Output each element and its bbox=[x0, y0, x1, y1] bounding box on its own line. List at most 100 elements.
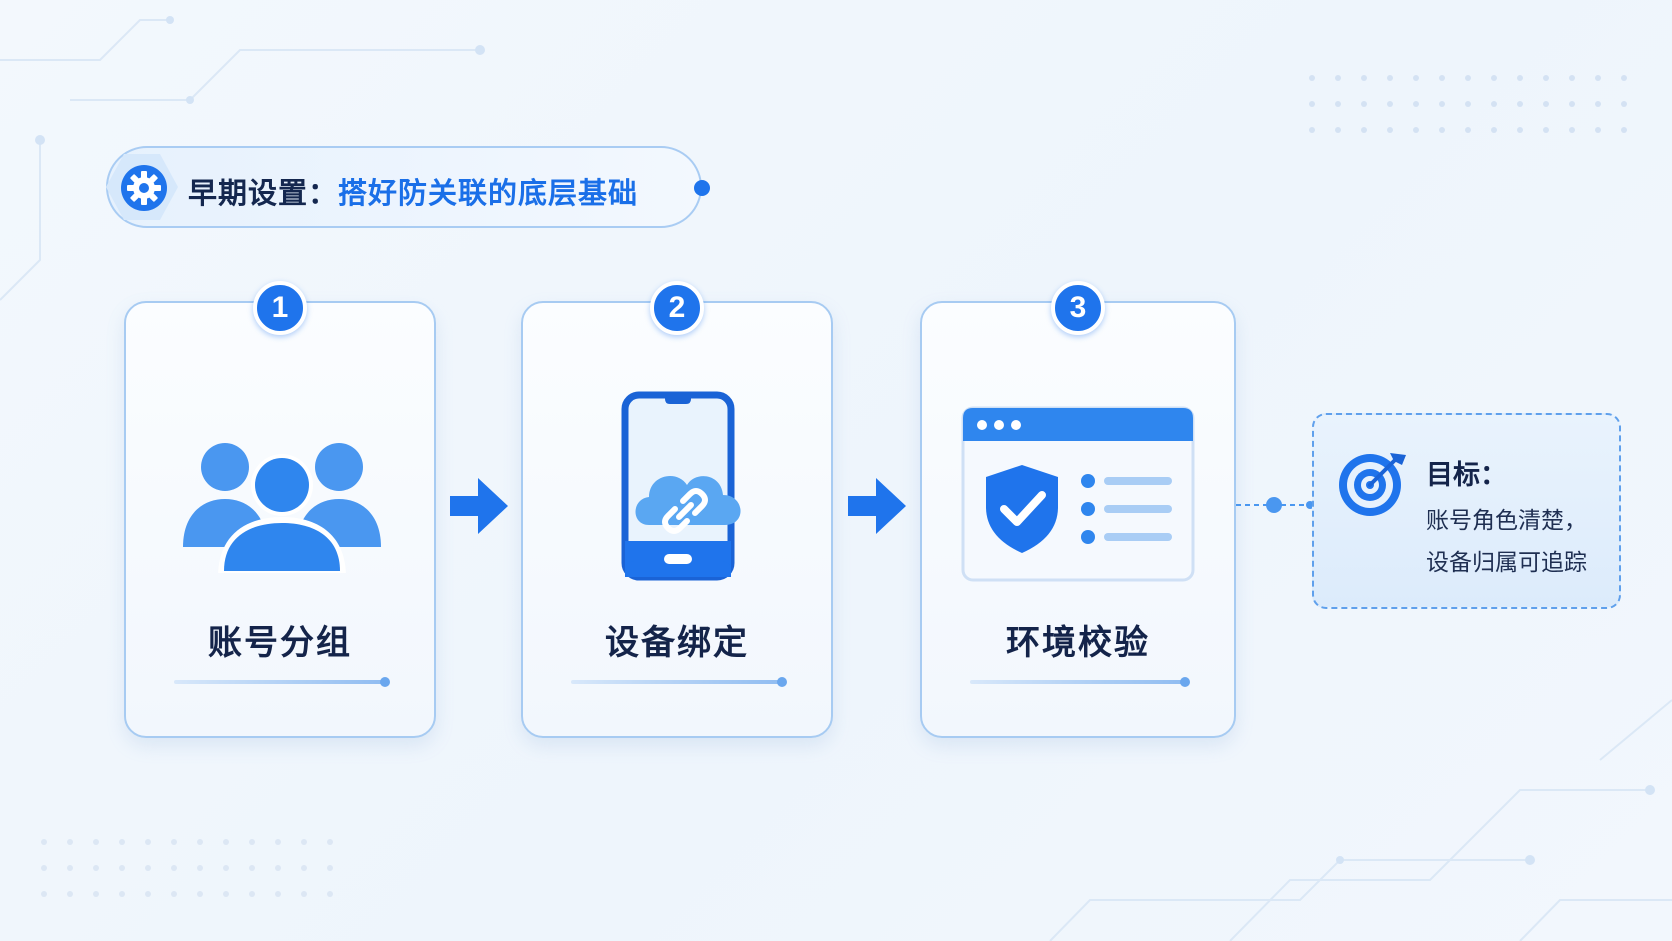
decor-dot bbox=[1309, 127, 1315, 133]
decor-dot bbox=[1387, 127, 1393, 133]
decor-dot bbox=[1439, 75, 1445, 81]
decor-dot bbox=[1569, 101, 1575, 107]
decor-dot bbox=[41, 891, 47, 897]
decor-dot bbox=[1621, 101, 1627, 107]
decor-dot bbox=[93, 839, 99, 845]
arrow-right-icon bbox=[450, 478, 508, 534]
decor-dot bbox=[223, 839, 229, 845]
decor-dot bbox=[249, 839, 255, 845]
decor-dot bbox=[1595, 101, 1601, 107]
decor-dot bbox=[1413, 101, 1419, 107]
goal-line: 设备归属可追踪 bbox=[1426, 550, 1587, 576]
decor-dot bbox=[223, 865, 229, 871]
decor-dot bbox=[1387, 75, 1393, 81]
step-number-badge: 2 bbox=[650, 281, 704, 335]
decor-dot bbox=[197, 865, 203, 871]
decor-dot bbox=[1621, 127, 1627, 133]
decor-dot bbox=[145, 891, 151, 897]
decor-dot bbox=[1439, 101, 1445, 107]
step-label: 环境校验 bbox=[1006, 623, 1150, 663]
decor-dot bbox=[1491, 127, 1497, 133]
decor-dot bbox=[1491, 101, 1497, 107]
step-card-account-grouping: 1 账号分组 bbox=[124, 281, 436, 738]
decor-dot bbox=[171, 839, 177, 845]
decor-dot bbox=[327, 865, 333, 871]
decor-dot bbox=[301, 839, 307, 845]
decor-dot bbox=[119, 891, 125, 897]
decor-dot bbox=[1335, 75, 1341, 81]
decor-dot bbox=[1361, 127, 1367, 133]
decor-dot bbox=[275, 839, 281, 845]
decor-dot bbox=[145, 865, 151, 871]
step-card-device-binding: 2 设备绑定 bbox=[521, 281, 833, 738]
decor-dot bbox=[1335, 127, 1341, 133]
decor-dot bbox=[1517, 75, 1523, 81]
decor-dot bbox=[249, 865, 255, 871]
phone-cloud-link-icon bbox=[621, 391, 741, 581]
step-underline bbox=[571, 677, 787, 687]
decor-dot bbox=[301, 865, 307, 871]
decor-dot bbox=[1595, 75, 1601, 81]
decor-dot bbox=[119, 865, 125, 871]
decor-dot bbox=[1413, 75, 1419, 81]
gear-icon bbox=[121, 165, 167, 211]
decor-dot bbox=[1465, 127, 1471, 133]
decor-dot bbox=[1621, 75, 1627, 81]
decor-dot bbox=[1335, 101, 1341, 107]
decor-dot bbox=[41, 839, 47, 845]
step-underline bbox=[174, 677, 390, 687]
decor-dot bbox=[1387, 101, 1393, 107]
target-icon bbox=[1339, 453, 1406, 516]
decor-dot bbox=[67, 865, 73, 871]
decor-dot bbox=[1361, 75, 1367, 81]
goal-title: 目标： bbox=[1426, 460, 1507, 491]
decor-dot bbox=[327, 839, 333, 845]
decor-dot bbox=[171, 891, 177, 897]
step-label: 设备绑定 bbox=[605, 623, 749, 663]
decor-dot bbox=[1309, 75, 1315, 81]
goal-box: 目标： 账号角色清楚， 设备归属可追踪 bbox=[1312, 413, 1621, 609]
decor-dot bbox=[1361, 101, 1367, 107]
decor-dot bbox=[1439, 127, 1445, 133]
step-card-environment-check: 3 环境校验 bbox=[920, 281, 1236, 738]
decor-dot bbox=[197, 891, 203, 897]
section-header: 早期设置：搭好防关联的底层基础 bbox=[106, 146, 710, 228]
users-group-icon bbox=[183, 443, 381, 573]
header-text: 早期设置：搭好防关联的底层基础 bbox=[188, 170, 638, 212]
decor-dot bbox=[1491, 75, 1497, 81]
decor-dot bbox=[171, 865, 177, 871]
decor-dot bbox=[301, 891, 307, 897]
decor-dot bbox=[1517, 101, 1523, 107]
step-label: 账号分组 bbox=[208, 623, 352, 663]
decor-dot bbox=[1543, 127, 1549, 133]
decor-dot bbox=[1517, 127, 1523, 133]
decor-dot bbox=[197, 839, 203, 845]
decor-dot bbox=[1413, 127, 1419, 133]
decor-dot bbox=[1543, 75, 1549, 81]
goal-connector bbox=[1236, 497, 1312, 513]
decor-dot bbox=[275, 865, 281, 871]
decor-dot bbox=[223, 891, 229, 897]
decor-dot bbox=[119, 839, 125, 845]
decor-dot bbox=[1465, 101, 1471, 107]
browser-shield-check-icon bbox=[961, 406, 1195, 582]
decor-dot bbox=[1569, 127, 1575, 133]
decor-dot bbox=[93, 865, 99, 871]
decor-dot bbox=[327, 891, 333, 897]
decor-dot bbox=[1465, 75, 1471, 81]
decor-dot bbox=[275, 891, 281, 897]
decor-dot bbox=[1595, 127, 1601, 133]
step-number-badge: 1 bbox=[253, 281, 307, 335]
goal-line: 账号角色清楚， bbox=[1426, 508, 1587, 534]
decor-dot bbox=[41, 865, 47, 871]
decor-dot bbox=[249, 891, 255, 897]
header-prefix: 早期设置： bbox=[188, 176, 339, 210]
decor-dot bbox=[93, 891, 99, 897]
step-number-badge: 3 bbox=[1051, 281, 1105, 335]
step-underline bbox=[970, 677, 1190, 687]
header-title: 搭好防关联的底层基础 bbox=[338, 176, 639, 210]
decor-dot bbox=[67, 839, 73, 845]
arrow-right-icon bbox=[848, 478, 906, 534]
decor-dot bbox=[1569, 75, 1575, 81]
